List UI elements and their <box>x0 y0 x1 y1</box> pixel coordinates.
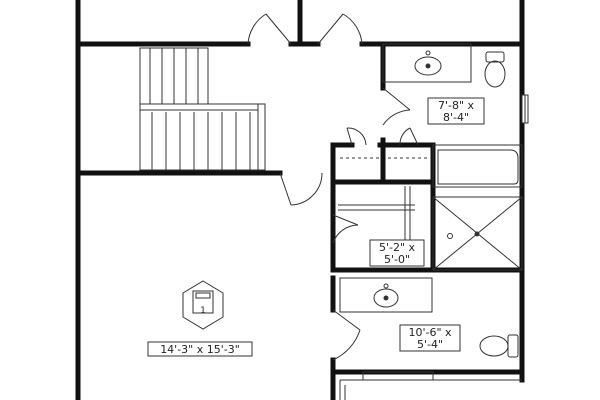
staircase <box>139 47 266 171</box>
bath-lower-label-box <box>399 324 461 352</box>
sink-upper <box>414 50 442 76</box>
shower-drain <box>447 231 480 239</box>
bed-icon: 1 <box>182 280 224 330</box>
walls <box>75 0 525 400</box>
bath-upper-dim-line2: 8'-4" <box>443 111 469 124</box>
toilet-upper <box>484 51 506 88</box>
closet-label-box <box>369 239 425 267</box>
bath-upper-dim-line1: 7'-8" x <box>438 99 475 112</box>
bedroom-label-box <box>147 341 253 357</box>
bedroom-number: 1 <box>200 306 206 316</box>
bath-lower-dim-line1: 10'-6" x <box>408 326 452 339</box>
sink-lower <box>373 283 399 308</box>
bath-lower-dim-line2: 5'-4" <box>417 338 443 351</box>
closet-dim-line2: 5'-0" <box>384 253 410 266</box>
toilet-lower <box>479 334 519 358</box>
bath-upper-label-box <box>427 97 485 125</box>
bedroom-dim: 14'-3" x 15'-3" <box>160 343 240 356</box>
closet-dim-line1: 5'-2" x <box>379 241 416 254</box>
doors <box>247 13 419 361</box>
